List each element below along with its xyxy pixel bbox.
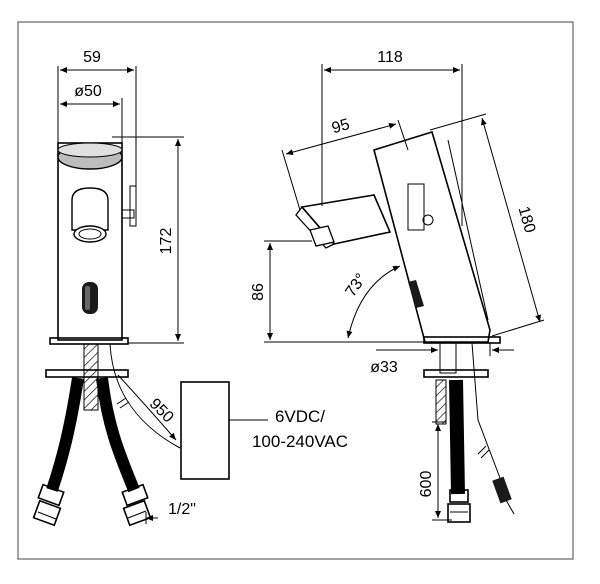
mounting-washer-front (45, 369, 129, 378)
dims-front (57, 66, 184, 524)
faucet-body-side (373, 130, 491, 343)
side-view (295, 130, 515, 523)
power-supply-box (180, 381, 230, 480)
power-label-line1: 6VDC/ (275, 407, 325, 426)
dim-spout-reach: 95 (330, 116, 352, 137)
hose-fitting-right (121, 483, 152, 527)
spout-outlet-side (309, 225, 335, 247)
dim-diameter-base: ø33 (370, 359, 398, 376)
sensor-cable-front (109, 343, 181, 449)
front-view (32, 142, 181, 527)
dim-thread-size: 1/2" (168, 501, 196, 518)
mounting-washer-side (423, 369, 489, 378)
cable-connector (492, 476, 512, 504)
hose-fitting-left (32, 483, 65, 527)
base-plate-front (49, 337, 129, 345)
dim-hose-length: 600 (418, 471, 435, 498)
sensor-window-side (408, 280, 424, 308)
dim-height-body: 172 (158, 228, 175, 255)
dim-width-overall: 59 (83, 49, 101, 66)
dim-body-length: 180 (514, 205, 538, 235)
spout-outlet-front (71, 187, 109, 231)
sensor-cable-side (471, 342, 501, 479)
side-lever-side (407, 183, 425, 231)
drawing-frame (17, 21, 574, 560)
power-label-line2: 100-240VAC (252, 432, 348, 451)
dim-angle: 73° (342, 271, 370, 301)
dim-spout-height: 86 (250, 283, 267, 301)
dim-spout-projection: 118 (377, 49, 403, 66)
dims-side (264, 64, 545, 521)
hose-fitting-side (447, 489, 471, 523)
base-plate-side (423, 336, 501, 344)
dim-diameter-body: ø50 (74, 83, 102, 100)
dim-cable-length: 950 (146, 395, 177, 426)
side-lever-front (121, 209, 135, 219)
